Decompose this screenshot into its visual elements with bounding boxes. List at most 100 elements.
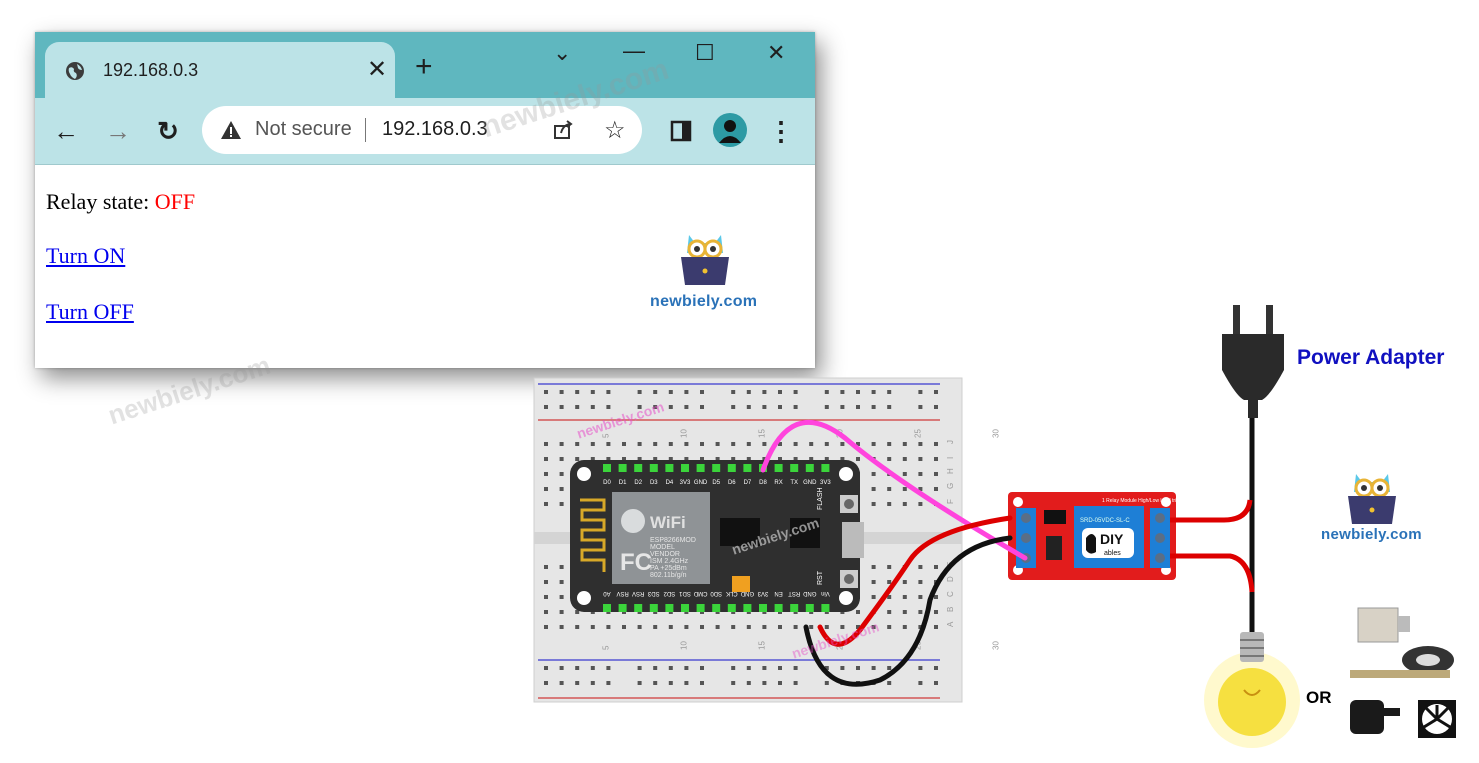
close-window-icon[interactable]: ✕	[767, 40, 786, 65]
profile-avatar-icon[interactable]	[713, 113, 747, 147]
breadboard-hole	[918, 442, 923, 446]
esp-pin	[805, 464, 814, 472]
fcc-logo: FC	[620, 549, 652, 576]
breadboard-rail-hole	[793, 681, 798, 685]
breadboard-rail-hole	[856, 666, 860, 670]
breadboard-hole	[668, 442, 673, 446]
breadboard-hole	[606, 625, 611, 629]
esp-top-pin-label: D5	[712, 480, 720, 486]
flash-button-label: FLASH	[817, 487, 824, 510]
relay-state-text: Relay state: OFF	[46, 189, 195, 215]
breadboard-hole	[715, 457, 720, 461]
breadboard-rail-hole	[684, 405, 689, 409]
breadboard-hole	[934, 442, 938, 446]
breadboard-rail-hole	[731, 405, 736, 409]
esp-pin	[649, 604, 658, 612]
breadboard-hole	[731, 442, 736, 446]
breadboard-hole	[559, 442, 564, 446]
light-bulb-icon	[1204, 632, 1300, 748]
breadboard-rail-hole	[559, 681, 564, 685]
breadboard-hole	[871, 487, 876, 491]
breadboard-rail-hole	[840, 666, 845, 670]
relay-header-text: 1 Relay Module High/Low level trigger	[1102, 498, 1187, 504]
back-button[interactable]: ←	[53, 115, 79, 146]
side-panel-icon[interactable]	[670, 120, 692, 142]
breadboard-rail-hole	[637, 405, 642, 409]
breadboard-row-letter: A	[946, 621, 955, 627]
tab-close-icon[interactable]: ✕	[367, 56, 388, 83]
breadboard-hole	[653, 625, 658, 629]
breadboard-hole	[902, 487, 907, 491]
security-status[interactable]: Not secure	[255, 118, 352, 140]
breadboard-rail-hole	[856, 405, 860, 409]
esp-pin	[774, 464, 783, 472]
reload-button[interactable]: ↻	[157, 115, 179, 146]
browser-tab[interactable]: 192.168.0.3 ✕	[45, 42, 395, 98]
kebab-menu-icon[interactable]: ⋮	[768, 115, 794, 146]
esp-top-pin-label: D7	[744, 480, 752, 486]
gnd-wire	[803, 535, 1013, 687]
breadboard-hole	[544, 442, 548, 446]
breadboard-rail-hole	[606, 681, 611, 685]
esp-top-pin-label: D2	[634, 480, 642, 486]
esp-pin	[681, 464, 689, 472]
turn-off-link[interactable]: Turn OFF	[46, 299, 134, 324]
forward-button[interactable]: →	[105, 115, 131, 146]
breadboard-rail-hole	[700, 681, 704, 685]
relay-part-number: SRD-05VDC-SL-C	[1080, 518, 1130, 524]
tab-search-icon[interactable]: ⌄	[553, 40, 572, 65]
breadboard-rail-hole	[684, 681, 689, 685]
breadboard-hole	[793, 625, 798, 629]
esp-pin	[603, 604, 611, 612]
esp-top-pin-label: 3V3	[680, 480, 691, 486]
breadboard-hole	[731, 457, 736, 461]
minimize-icon[interactable]: —	[623, 38, 645, 63]
warning-icon[interactable]	[220, 120, 242, 140]
new-tab-button[interactable]: +	[415, 50, 433, 83]
star-icon[interactable]: ☆	[604, 117, 626, 144]
breadboard-hole	[902, 610, 907, 614]
breadboard-hole	[840, 442, 845, 446]
breadboard-hole	[715, 442, 720, 446]
breadboard-hole	[918, 472, 923, 476]
breadboard-hole	[731, 625, 736, 629]
breadboard-hole	[840, 625, 845, 629]
esp-top-pin-label: D8	[759, 480, 767, 486]
breadboard-rail-hole	[887, 681, 892, 685]
breadboard-hole	[668, 625, 673, 629]
omnibox-separator	[365, 118, 366, 142]
esp-pin	[727, 464, 736, 472]
breadboard-rail-hole	[871, 390, 876, 394]
vcc-wire	[817, 515, 1013, 647]
breadboard-hole	[559, 502, 564, 506]
power-wire-red-1	[1170, 499, 1253, 523]
turn-on-link[interactable]: Turn ON	[46, 243, 126, 268]
breadboard-hole	[637, 625, 642, 629]
breadboard-row-letter: F	[946, 499, 955, 504]
breadboard-rail-hole	[575, 390, 580, 394]
url-text[interactable]: 192.168.0.3	[382, 118, 488, 140]
esp-pin	[805, 604, 814, 612]
breadboard-hole	[622, 442, 626, 446]
fan-icon	[1418, 700, 1456, 738]
esp-bottom-pin-label: Vin	[821, 590, 830, 596]
breadboard-rail-hole	[778, 390, 782, 394]
breadboard-rail-hole	[575, 666, 580, 670]
breadboard-rail-hole	[653, 681, 658, 685]
breadboard-rail-hole	[637, 390, 642, 394]
breadboard-rail-hole	[778, 681, 782, 685]
water-pump-icon	[1350, 700, 1400, 734]
breadboard-hole	[590, 457, 595, 461]
breadboard-rail-hole	[918, 666, 923, 670]
breadboard-rail-hole	[793, 390, 798, 394]
address-bar[interactable]: Not secure 192.168.0.3 ☆	[202, 106, 642, 154]
breadboard-hole	[793, 457, 798, 461]
esp-pin	[821, 604, 830, 612]
share-icon[interactable]	[552, 119, 574, 141]
esp-pin	[743, 464, 752, 472]
esp-pin	[618, 464, 627, 472]
esp-bottom-pin-label: EN	[774, 590, 782, 596]
maximize-icon[interactable]: ☐	[695, 40, 715, 65]
